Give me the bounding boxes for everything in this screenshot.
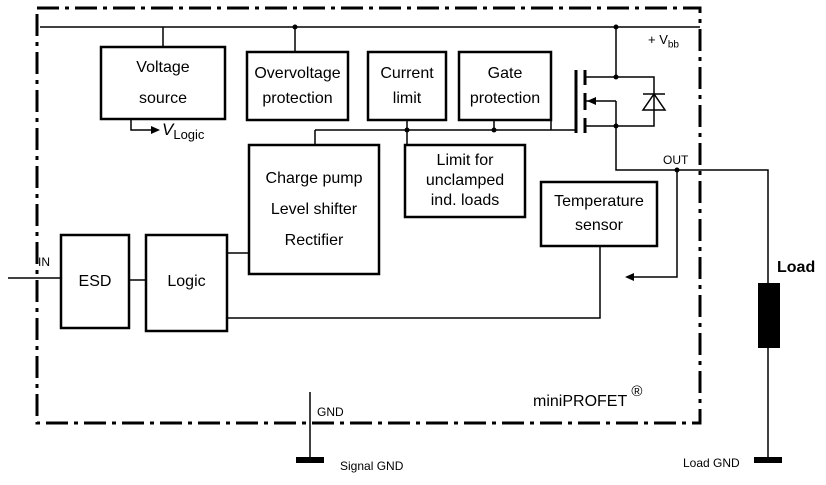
overvoltage-line1: Overvoltage — [254, 65, 341, 82]
vbb-label: + Vbb — [648, 32, 679, 54]
limit-unclamped-box — [403, 143, 527, 219]
diode-symbol — [641, 92, 667, 111]
current-limit-label: Current limit — [368, 56, 446, 116]
charge-pump-box — [247, 143, 381, 276]
current-limit-line2: limit — [392, 90, 422, 107]
overvoltage-box — [245, 50, 350, 122]
voltage-source-line1: Voltage — [136, 59, 190, 76]
limit-unclamped-line1: Limit for — [436, 152, 494, 169]
out-label: OUT — [663, 153, 689, 167]
product-name: miniPROFET — [533, 393, 627, 410]
load-gnd-label: Load GND — [683, 456, 740, 470]
esd-line1: ESD — [78, 273, 112, 290]
load-resistor — [758, 283, 780, 348]
charge-pump-line1: Charge pump — [265, 170, 363, 187]
logic-box — [144, 233, 229, 333]
temperature-sensor-box — [539, 180, 659, 248]
limit-unclamped-label: Limit for unclamped ind. loads — [405, 148, 525, 214]
signal-gnd-bar — [296, 457, 324, 463]
temperature-sensor-label: Temperature sensor — [541, 186, 657, 242]
logic-line1: Logic — [167, 272, 206, 290]
gnd-label: GND — [317, 405, 344, 419]
vbb-sub: bb — [667, 39, 679, 51]
temperature-sensor-line2: sensor — [574, 217, 624, 234]
load-gnd-bar — [754, 457, 782, 463]
gate-protection-box — [457, 50, 553, 122]
temperature-sensor-line1: Temperature — [554, 193, 644, 210]
voltage-source-line2: source — [138, 90, 188, 107]
voltage-source-label: Voltage source — [101, 53, 225, 113]
limit-unclamped-line2: unclamped — [425, 172, 505, 189]
gate-protection-line1: Gate — [487, 65, 523, 82]
vlogic-sub: Logic — [173, 127, 205, 143]
product-label: miniPROFET ® — [533, 383, 642, 412]
limit-unclamped-line3: ind. loads — [430, 192, 500, 209]
vbb-prefix: + V — [648, 32, 668, 47]
in-label: IN — [38, 255, 50, 269]
charge-pump-label: Charge pump Level shifter Rectifier — [249, 150, 379, 269]
device-boundary — [35, 6, 702, 425]
logic-label: Logic — [146, 235, 227, 327]
charge-pump-line3: Rectifier — [284, 232, 344, 249]
gate-protection-label: Gate protection — [459, 56, 551, 116]
vlogic-v: V — [162, 120, 174, 139]
current-limit-line1: Current — [380, 65, 434, 82]
signal-gnd-label: Signal GND — [340, 459, 404, 473]
vlogic-label: VLogic — [162, 121, 204, 144]
charge-pump-line2: Level shifter — [270, 201, 358, 218]
gate-protection-line2: protection — [469, 90, 541, 107]
esd-label: ESD — [61, 235, 129, 328]
load-label: Load — [777, 259, 816, 276]
registered-mark: ® — [631, 383, 643, 400]
overvoltage-line2: protection — [262, 90, 333, 107]
esd-box — [59, 233, 131, 330]
overvoltage-label: Overvoltage protection — [247, 56, 348, 116]
